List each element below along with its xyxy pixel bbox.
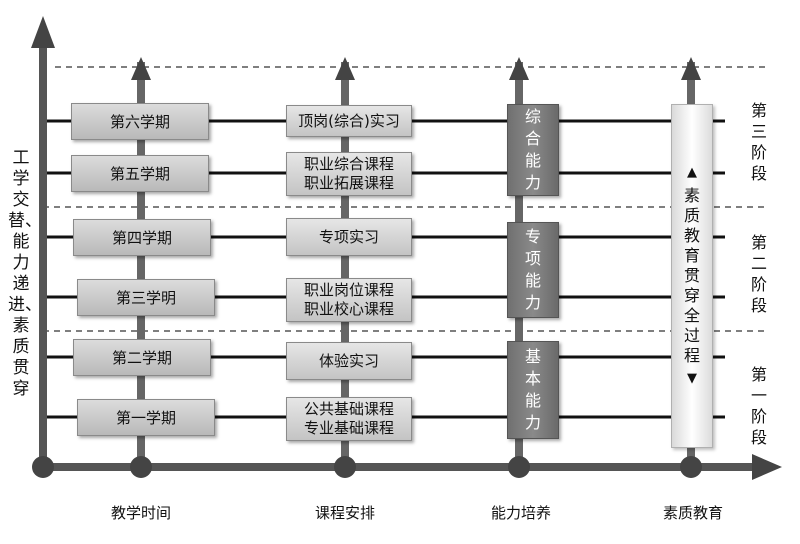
ability-label: 基本能力 bbox=[524, 347, 541, 432]
ability-label: 综合能力 bbox=[524, 107, 541, 192]
course-box-3: 职业岗位课程 职业校心课程 bbox=[286, 278, 412, 322]
semester-box-1: 第一学期 bbox=[77, 399, 215, 436]
semester-box-4: 第四学期 bbox=[73, 219, 211, 256]
x-label-ability-training: 能力培养 bbox=[490, 504, 552, 522]
course-line: 专项实习 bbox=[318, 227, 379, 246]
x-label-teaching-time: 教学时间 bbox=[110, 504, 172, 522]
ability-box-comprehensive: 综合能力 bbox=[507, 104, 559, 196]
course-box-6: 顶岗(综合)实习 bbox=[286, 105, 412, 137]
course-line: 职业综合课程 bbox=[303, 155, 394, 173]
semester-box-3: 第三学明 bbox=[77, 279, 215, 316]
x-axis bbox=[40, 463, 760, 471]
quality-education-text: 素质教育贯穿全过程 bbox=[683, 186, 700, 365]
course-box-1: 公共基础课程 专业基础课程 bbox=[286, 397, 412, 441]
vertical-axis-label: 工学交替、能力递进、素质贯穿 bbox=[8, 148, 42, 399]
down-arrow-icon: ▼ bbox=[687, 371, 697, 386]
course-line: 专业基础课程 bbox=[303, 419, 394, 437]
ability-box-specialized: 专项能力 bbox=[507, 222, 559, 318]
course-line: 职业校心课程 bbox=[303, 300, 394, 318]
ability-box-basic: 基本能力 bbox=[507, 341, 559, 439]
semester-box-6: 第六学期 bbox=[71, 103, 209, 140]
x-label-quality-education: 素质教育 bbox=[662, 504, 724, 522]
course-box-5: 职业综合课程 职业拓展课程 bbox=[286, 152, 412, 196]
stage-label-3: 第三阶段 bbox=[750, 101, 767, 183]
column-rods bbox=[131, 57, 701, 462]
course-box-2: 体验实习 bbox=[286, 342, 412, 380]
course-line: 公共基础课程 bbox=[303, 400, 394, 418]
course-box-4: 专项实习 bbox=[286, 218, 412, 256]
axis-nodes bbox=[32, 456, 702, 478]
quality-education-bar: ▲ 素质教育贯穿全过程 ▼ bbox=[671, 104, 713, 448]
y-axis-arrow bbox=[31, 16, 55, 48]
x-label-course-arrangement: 课程安排 bbox=[314, 504, 376, 522]
course-line: 体验实习 bbox=[318, 351, 379, 370]
course-line: 职业岗位课程 bbox=[303, 281, 394, 299]
x-axis-arrow bbox=[752, 454, 782, 480]
semester-box-5: 第五学期 bbox=[71, 155, 209, 192]
course-line: 职业拓展课程 bbox=[303, 174, 394, 192]
y-axis bbox=[39, 42, 47, 470]
stage-label-1: 第一阶段 bbox=[750, 365, 767, 447]
semester-box-2: 第二学期 bbox=[73, 339, 211, 376]
up-arrow-icon: ▲ bbox=[687, 165, 697, 180]
stage-label-2: 第二阶段 bbox=[750, 233, 767, 315]
course-line: 顶岗(综合)实习 bbox=[298, 111, 400, 130]
ability-label: 专项能力 bbox=[524, 227, 541, 312]
